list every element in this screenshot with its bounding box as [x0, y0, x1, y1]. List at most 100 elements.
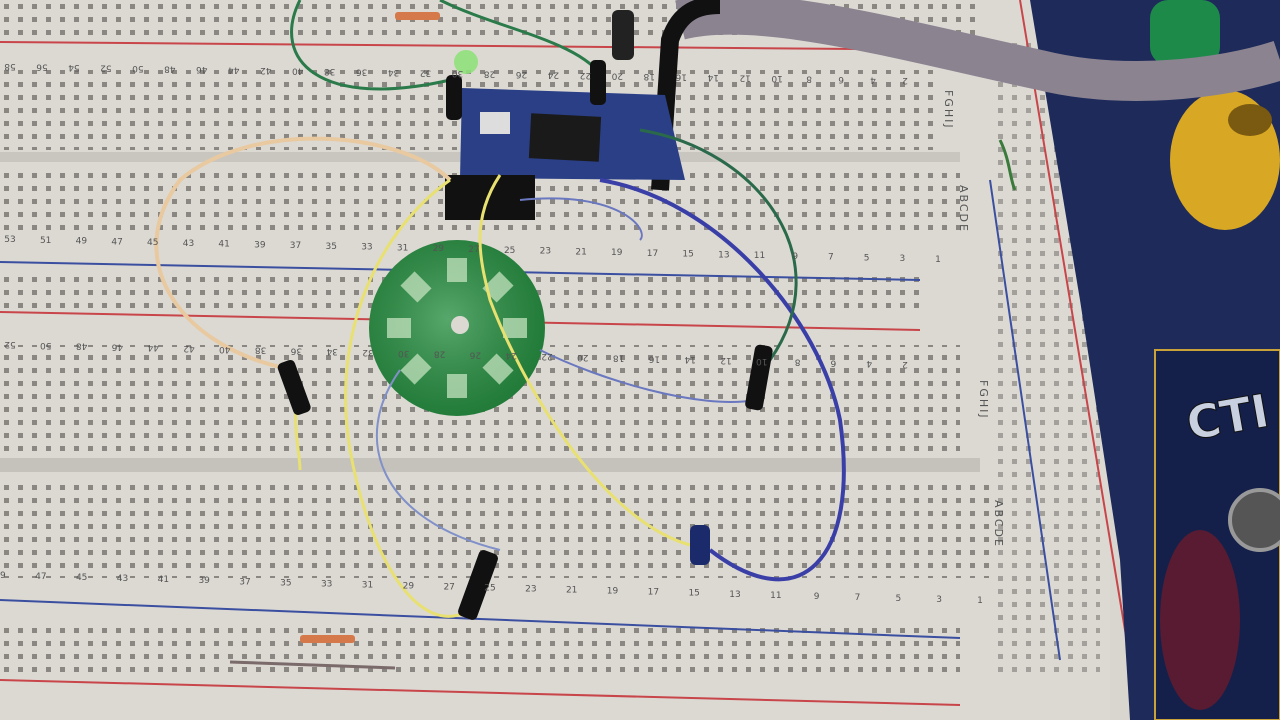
- wire-plug: [277, 359, 311, 415]
- row-number: 32: [362, 347, 373, 357]
- row-number: 43: [117, 574, 128, 584]
- letters-label: ABCDE: [992, 500, 1005, 548]
- microcontroller-chip: [528, 113, 602, 162]
- wire-yellow: [344, 178, 471, 618]
- row-number: 40: [292, 66, 304, 76]
- row-number: 25: [504, 246, 515, 256]
- row-number: 31: [362, 580, 373, 590]
- row-number: 25: [484, 584, 495, 594]
- rail-blue: [0, 599, 961, 639]
- row-number: 40: [219, 344, 231, 354]
- row-number: 24: [505, 350, 517, 360]
- row-number: 6: [830, 357, 836, 367]
- center-channel: [0, 458, 980, 472]
- wire-dark-green: [639, 128, 798, 361]
- row-number: 37: [239, 577, 250, 587]
- row-number: 16: [675, 72, 687, 82]
- row-number: 16: [648, 353, 660, 363]
- row-number: 33: [321, 579, 332, 589]
- row-number: 28: [483, 69, 495, 79]
- wire-plug: [446, 75, 462, 120]
- row-numbers-top: 2468101214161820222426283032343638404244…: [4, 61, 908, 85]
- rail-red: [0, 679, 961, 706]
- row-number: 31: [397, 243, 408, 253]
- row-number: 32: [420, 68, 431, 78]
- row-number: 52: [100, 63, 111, 73]
- row-number: 47: [35, 572, 46, 582]
- row-number: 56: [36, 62, 48, 72]
- row-number: 22: [541, 351, 552, 361]
- rail-red: [0, 41, 981, 51]
- row-number: 19: [607, 587, 619, 597]
- row-number: 36: [356, 67, 368, 77]
- row-number: 34: [326, 346, 338, 356]
- row-number: 49: [0, 571, 6, 581]
- header-pins: [445, 175, 535, 220]
- row-numbers-lower-mid: 2468101214161820222426283032343638404244…: [4, 339, 908, 369]
- rail-red: [1019, 0, 1131, 661]
- row-number: 29: [403, 581, 415, 591]
- row-number: 37: [290, 241, 301, 251]
- wire-blue: [599, 178, 846, 582]
- row-number: 13: [718, 250, 729, 260]
- row-number: 44: [228, 65, 240, 75]
- row-number: 4: [866, 358, 872, 368]
- letters-label: FGHIJ: [977, 380, 990, 420]
- wire-gray: [229, 660, 396, 670]
- row-number: 15: [688, 589, 699, 599]
- row-number: 38: [255, 345, 267, 355]
- row-number: 34: [388, 67, 400, 77]
- led-pad: [482, 353, 514, 385]
- pcb-center-hole: [451, 316, 469, 334]
- row-number: 21: [566, 586, 577, 596]
- row-number: 30: [452, 68, 464, 78]
- ribbon-connector: [651, 0, 721, 191]
- red-wire-bundle: [1160, 530, 1240, 710]
- wire-light-blue: [539, 349, 756, 403]
- row-number: 5: [864, 253, 870, 263]
- knob: [1228, 488, 1280, 552]
- row-number: 20: [611, 71, 623, 81]
- row-number: 41: [158, 575, 169, 585]
- wire-green-short: [998, 139, 1017, 191]
- wire-plug-blue: [690, 525, 710, 565]
- row-number: 23: [525, 585, 536, 595]
- row-number: 11: [754, 251, 765, 261]
- resistor: [395, 12, 440, 20]
- row-number: 23: [540, 247, 551, 257]
- letters-label: ABCDE: [957, 185, 970, 233]
- row-number: 6: [838, 74, 844, 84]
- row-number: 43: [183, 239, 194, 249]
- row-number: 49: [76, 237, 88, 247]
- wire-yellow: [478, 174, 691, 547]
- row-number: 46: [196, 64, 208, 74]
- capacitor: [612, 10, 634, 60]
- row-number: 48: [164, 64, 176, 74]
- rail-blue: [989, 179, 1061, 661]
- led-pad: [447, 258, 467, 282]
- wire-peach: [154, 136, 452, 372]
- row-number: 21: [575, 247, 586, 257]
- row-number: 26: [469, 349, 481, 359]
- row-number: 41: [218, 240, 229, 250]
- row-number: 50: [132, 63, 144, 73]
- row-number: 19: [611, 248, 623, 258]
- row-number: 3: [936, 595, 942, 605]
- row-number: 4: [870, 75, 876, 85]
- row-number: 17: [648, 588, 659, 598]
- row-number: 3: [899, 254, 905, 264]
- wire-plug: [745, 344, 773, 411]
- row-number: 13: [729, 590, 740, 600]
- row-number: 24: [547, 70, 559, 80]
- row-number: 47: [111, 237, 122, 247]
- reset-button: [480, 112, 510, 134]
- row-number: 46: [111, 341, 123, 351]
- row-number: 10: [756, 356, 768, 366]
- row-number: 17: [647, 249, 658, 259]
- row-number: 5: [895, 594, 901, 604]
- letters-label: FGHIJ: [942, 90, 955, 130]
- row-number: 12: [739, 73, 750, 83]
- row-number: 15: [682, 250, 693, 260]
- row-number: 45: [147, 238, 158, 248]
